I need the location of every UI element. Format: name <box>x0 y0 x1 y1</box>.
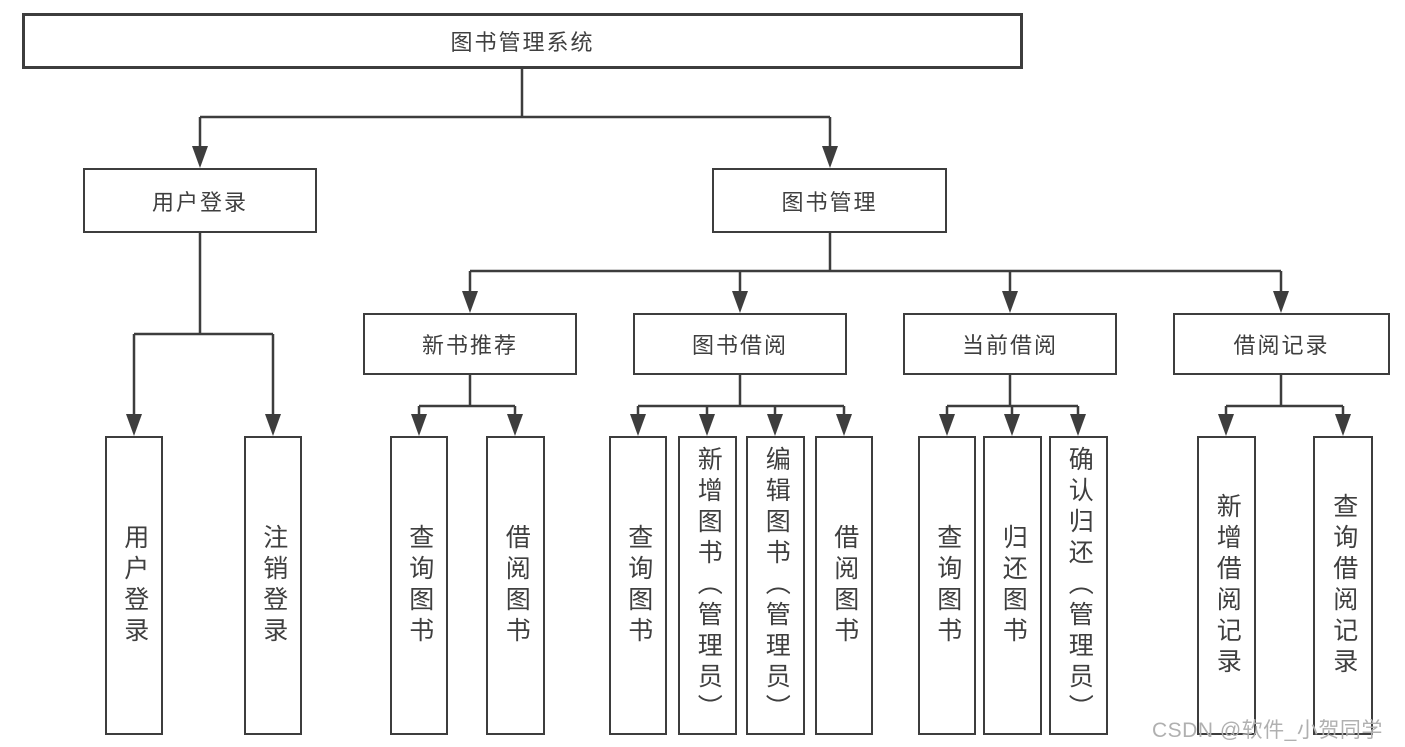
arrowhead-icon <box>411 414 427 436</box>
leaf-current-search-book: 查询图书 <box>918 436 976 735</box>
leaf-logout: 注销登录 <box>244 436 302 735</box>
leaf-borrowing-search-book-label: 查询图书 <box>624 523 653 648</box>
arrowhead-icon <box>822 146 838 168</box>
arrowhead-icon <box>1273 291 1289 313</box>
node-book-management: 图书管理 <box>712 168 947 233</box>
leaf-add-borrow-record: 新增借阅记录 <box>1197 436 1256 735</box>
leaf-search-borrow-record: 查询借阅记录 <box>1313 436 1373 735</box>
node-library-management-system-label: 图书管理系统 <box>450 30 595 55</box>
leaf-user-login-label: 用户登录 <box>120 523 149 648</box>
arrowhead-icon <box>630 414 646 436</box>
arrowhead-icon <box>1218 414 1234 436</box>
node-current-borrowing: 当前借阅 <box>903 313 1117 375</box>
arrowhead-icon <box>1004 414 1020 436</box>
arrowhead-icon <box>126 414 142 436</box>
node-book-borrowing-label: 图书借阅 <box>691 333 788 358</box>
arrowhead-icon <box>1335 414 1351 436</box>
node-book-borrowing: 图书借阅 <box>633 313 847 375</box>
leaf-borrowing-borrow-book-label: 借阅图书 <box>830 523 859 648</box>
leaf-confirm-return-admin-label: 确认归还（管理员） <box>1065 446 1094 725</box>
arrowhead-icon <box>767 414 783 436</box>
node-current-borrowing-label: 当前借阅 <box>961 333 1058 358</box>
leaf-confirm-return-admin: 确认归还（管理员） <box>1049 436 1108 735</box>
arrowhead-icon <box>699 414 715 436</box>
leaf-add-book-admin: 新增图书（管理员） <box>678 436 737 735</box>
node-user-login: 用户登录 <box>83 168 317 233</box>
leaf-user-login: 用户登录 <box>105 436 163 735</box>
node-library-management-system: 图书管理系统 <box>22 13 1023 69</box>
leaf-return-book: 归还图书 <box>983 436 1042 735</box>
csdn-watermark: CSDN @软件_小贺同学 <box>1152 719 1383 742</box>
leaf-current-search-book-label: 查询图书 <box>933 523 962 648</box>
node-borrowing-records-label: 借阅记录 <box>1233 333 1330 358</box>
leaf-return-book-label: 归还图书 <box>999 523 1028 648</box>
arrowhead-icon <box>1070 414 1086 436</box>
leaf-edit-book-admin: 编辑图书（管理员） <box>746 436 805 735</box>
arrowhead-icon <box>836 414 852 436</box>
leaf-borrowing-borrow-book: 借阅图书 <box>815 436 873 735</box>
connector-path <box>132 69 1345 418</box>
node-new-book-recommendation: 新书推荐 <box>363 313 577 375</box>
node-user-login-label: 用户登录 <box>151 189 248 215</box>
leaf-logout-label: 注销登录 <box>259 523 288 648</box>
arrowhead-icon <box>507 414 523 436</box>
arrowhead-icon <box>732 291 748 313</box>
arrowhead-icon <box>192 146 208 168</box>
arrowhead-icon <box>939 414 955 436</box>
leaf-edit-book-admin-label: 编辑图书（管理员） <box>762 446 791 725</box>
node-borrowing-records: 借阅记录 <box>1173 313 1390 375</box>
arrowhead-icon <box>265 414 281 436</box>
node-book-management-label: 图书管理 <box>781 189 878 215</box>
arrowhead-icon <box>462 291 478 313</box>
leaf-add-book-admin-label: 新增图书（管理员） <box>694 446 723 725</box>
node-new-book-recommendation-label: 新书推荐 <box>421 333 518 358</box>
leaf-borrowing-search-book: 查询图书 <box>609 436 667 735</box>
leaf-recommend-borrow-book-label: 借阅图书 <box>502 523 531 648</box>
leaf-add-borrow-record-label: 新增借阅记录 <box>1213 492 1242 679</box>
arrowhead-icon <box>1002 291 1018 313</box>
leaf-search-borrow-record-label: 查询借阅记录 <box>1329 492 1358 679</box>
leaf-recommend-search-book-label: 查询图书 <box>405 523 434 648</box>
leaf-recommend-borrow-book: 借阅图书 <box>486 436 545 735</box>
leaf-recommend-search-book: 查询图书 <box>390 436 448 735</box>
